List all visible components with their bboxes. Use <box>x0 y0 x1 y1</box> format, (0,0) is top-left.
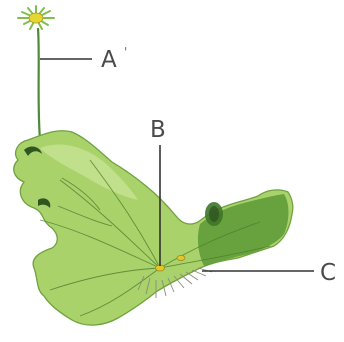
stalk-line <box>38 28 40 140</box>
label-b: B <box>150 117 166 143</box>
label-a: A <box>101 47 117 73</box>
label-a-mark: ' <box>124 45 127 59</box>
reproductive-stalk <box>38 28 40 140</box>
label-c: C <box>320 260 336 286</box>
thallus <box>14 131 293 325</box>
receptacle-center <box>29 13 43 23</box>
receptacle-head <box>18 6 54 29</box>
